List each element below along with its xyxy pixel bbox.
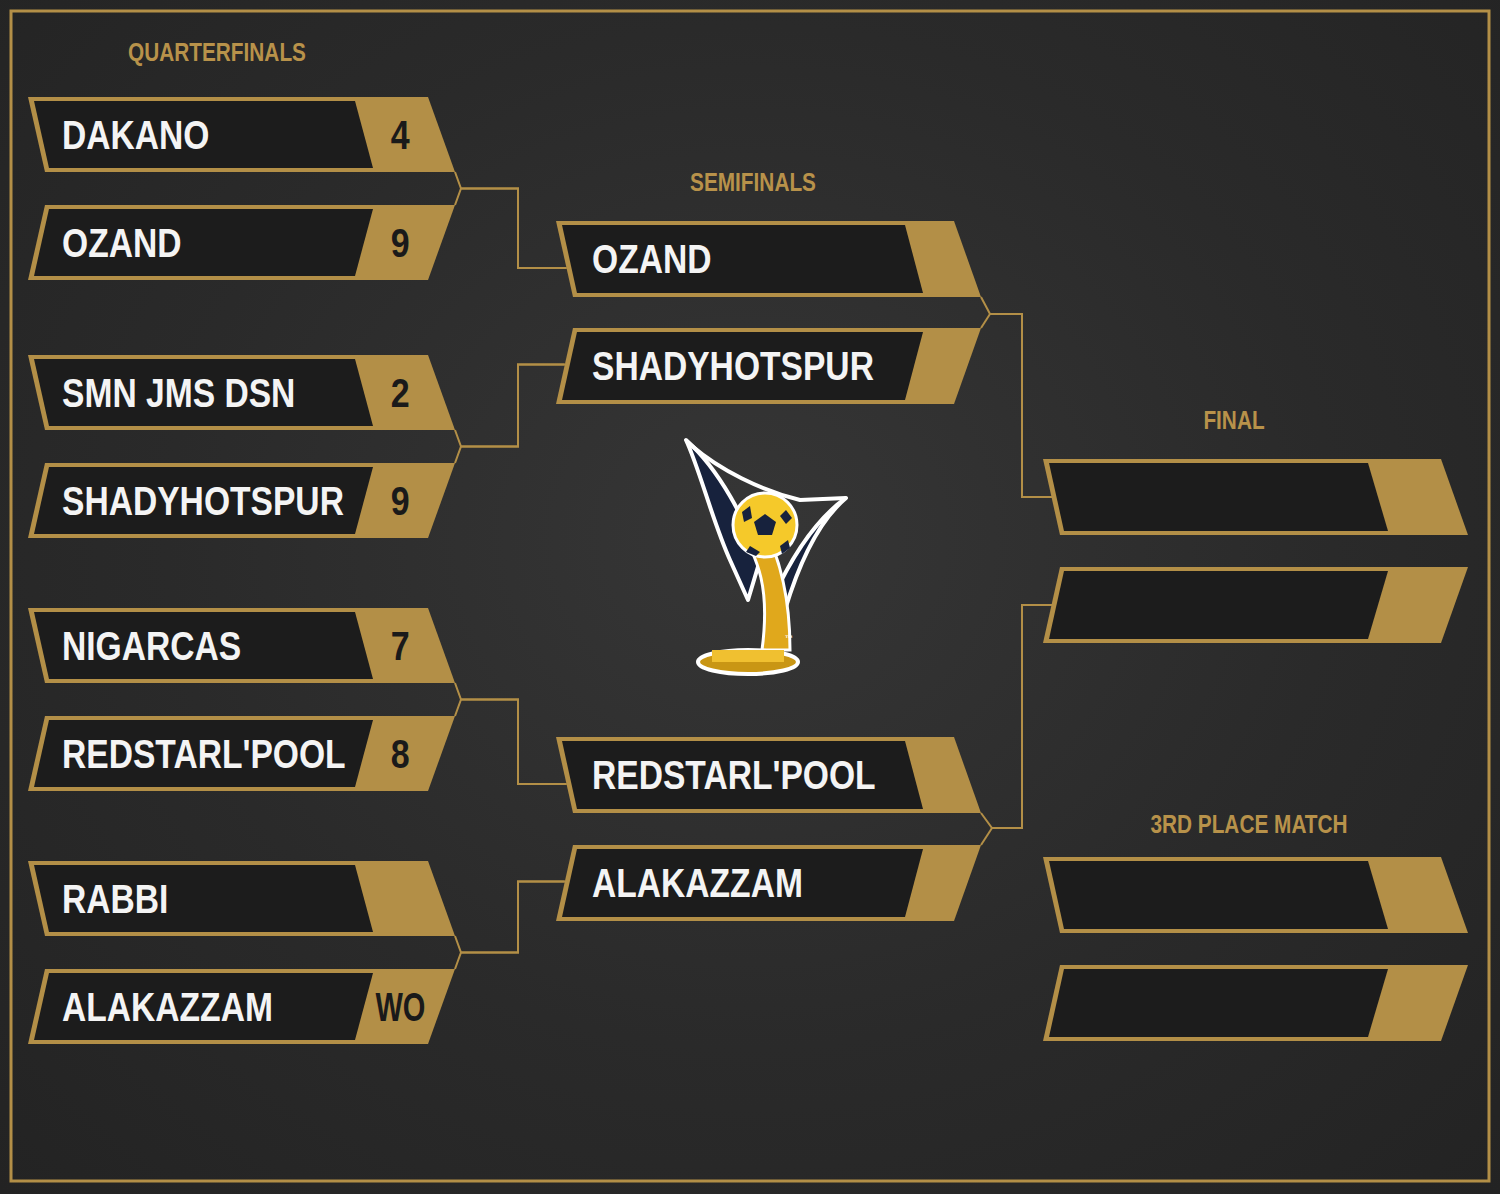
team-slot: ALAKAZZAM WO [28, 969, 455, 1044]
team-name: REDSTARL'POOL [592, 755, 876, 795]
team-slot: SHADYHOTSPUR [556, 328, 981, 404]
score-number: WO [375, 987, 425, 1027]
team-name: SMN JMS DSN [62, 373, 295, 413]
team-name: NIGARCAS [62, 626, 241, 666]
bracket-connector [455, 881, 565, 952]
team-name: REDSTARL'POOL [62, 734, 346, 774]
score-number: 4 [391, 115, 410, 155]
team-slot: REDSTARL'POOL [556, 737, 981, 813]
team-name: RABBI [62, 879, 168, 919]
trademark-mark: ™ [785, 635, 793, 643]
team-slot: NIGARCAS 7 [28, 608, 455, 683]
team-name: OZAND [592, 239, 711, 279]
round-heading: QUARTERFINALS [128, 39, 306, 65]
team-slot: DAKANO 4 [28, 97, 455, 172]
team-slot: SHADYHOTSPUR 9 [28, 463, 455, 538]
team-name: ALAKAZZAM [62, 987, 273, 1027]
team-slot: REDSTARL'POOL 8 [28, 716, 455, 791]
score-number: 9 [391, 481, 410, 521]
round-heading: FINAL [1203, 407, 1264, 433]
team-slot: ALAKAZZAM [556, 845, 981, 921]
bracket-connector [455, 189, 567, 269]
team-slot: RABBI [28, 861, 455, 936]
bracket-connector [455, 683, 567, 784]
bracket-connector [455, 881, 565, 969]
bracket-connector [455, 364, 565, 463]
bracket-connector [455, 700, 567, 785]
team-name: ALAKAZZAM [592, 863, 803, 903]
team-name: OZAND [62, 223, 181, 263]
round-heading: 3RD PLACE MATCH [1150, 811, 1347, 837]
round-heading: SEMIFINALS [690, 169, 816, 195]
score-number: 9 [391, 223, 410, 263]
team-name: SHADYHOTSPUR [592, 346, 874, 386]
team-slot: OZAND [556, 221, 981, 297]
team-slot: SMN JMS DSN 2 [28, 355, 455, 430]
score-number: 2 [391, 373, 410, 413]
bracket-connector [455, 364, 565, 446]
score-number: 7 [391, 626, 410, 666]
team-name: DAKANO [62, 115, 209, 155]
team-slot: OZAND 9 [28, 205, 455, 280]
score-number: 8 [391, 734, 410, 774]
bracket-connector [455, 172, 567, 268]
team-name: SHADYHOTSPUR [62, 481, 344, 521]
